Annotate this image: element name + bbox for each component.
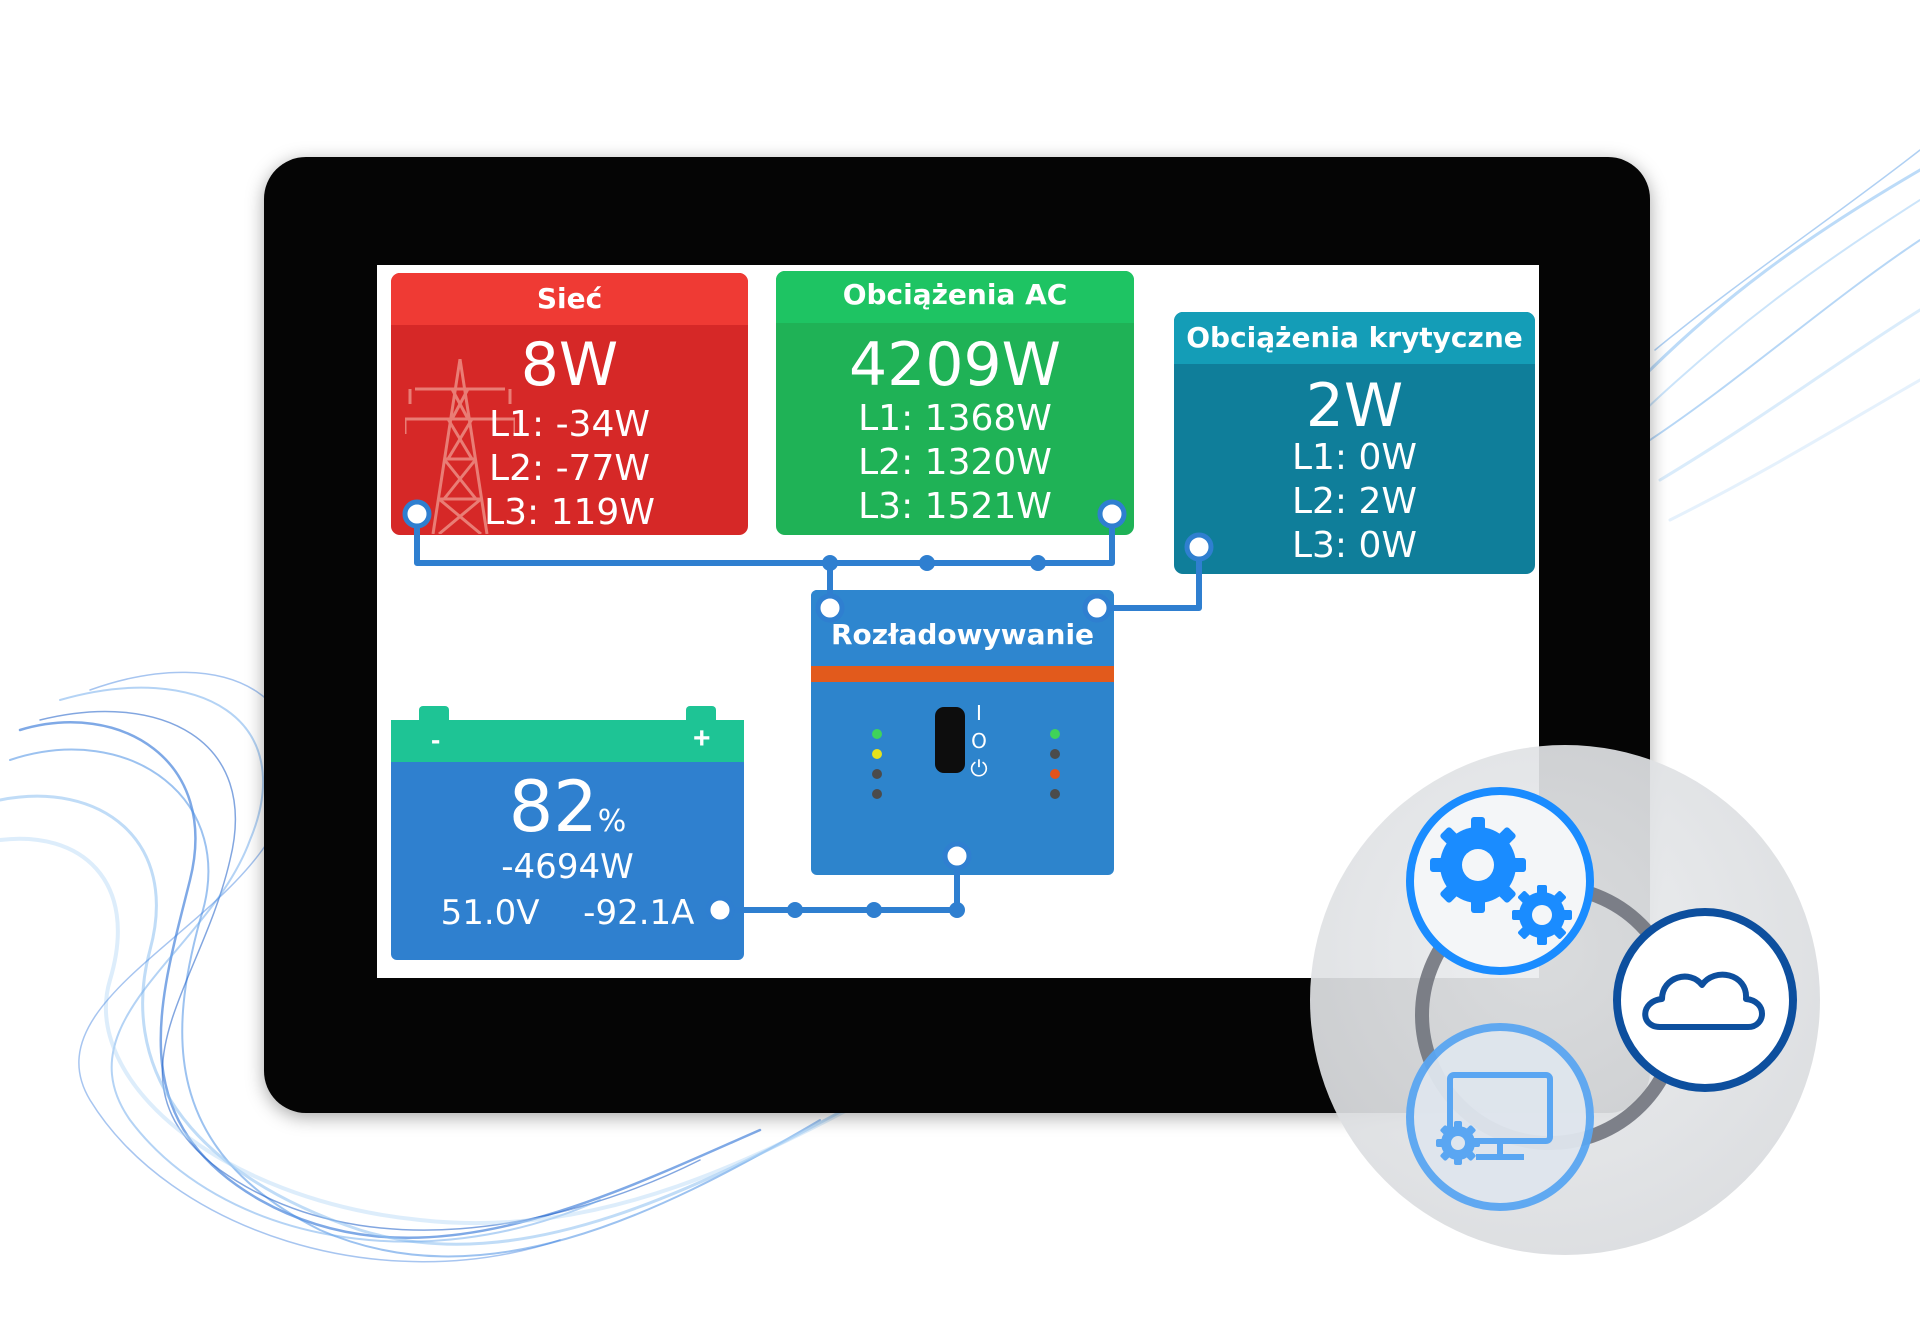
ac-loads-total-power: 4209W bbox=[848, 330, 1062, 400]
grid-tile[interactable]: Sieć 8W bbox=[391, 273, 748, 535]
inverter-switch-label-off: O bbox=[971, 729, 987, 753]
battery-plus-label: + bbox=[693, 722, 711, 755]
gears-icon bbox=[1406, 787, 1594, 975]
ac-loads-l2: L2: 1320W bbox=[858, 442, 1052, 483]
inverter-led-left bbox=[872, 729, 882, 799]
inverter-led-right bbox=[1050, 729, 1060, 799]
battery-top: - + bbox=[391, 720, 744, 762]
inverter-front-panel: I O ⏻ bbox=[872, 701, 1060, 799]
inverter-switch-label-on: I bbox=[976, 701, 982, 725]
critical-loads-l1: L1: 0W bbox=[1291, 437, 1418, 478]
inverter-switch bbox=[935, 707, 965, 773]
flow-dot bbox=[787, 902, 803, 918]
critical-connector-node bbox=[1184, 532, 1214, 562]
grid-l1: L1: -34W bbox=[489, 404, 650, 445]
battery-minus-label: - bbox=[431, 724, 441, 755]
critical-loads-l2: L2: 2W bbox=[1291, 481, 1418, 522]
grid-total-power: 8W bbox=[520, 330, 619, 400]
ac-loads-connector-node bbox=[1097, 499, 1127, 529]
grid-l2: L2: -77W bbox=[489, 448, 650, 489]
inverter-accent-stripe bbox=[811, 666, 1114, 682]
critical-loads-total-power: 2W bbox=[1305, 371, 1404, 441]
battery-terminal-negative bbox=[419, 706, 449, 722]
grid-connector-node bbox=[402, 499, 432, 529]
inverter-dc-node bbox=[942, 841, 972, 871]
cloud-icon bbox=[1613, 908, 1797, 1092]
grid-acloads-connector bbox=[414, 514, 1115, 566]
inverter-tile[interactable]: Rozładowywanie I O ⏻ bbox=[811, 590, 1114, 875]
flow-dot bbox=[866, 902, 882, 918]
inverter-status-title: Rozładowywanie bbox=[811, 590, 1114, 666]
battery-terminal-positive bbox=[686, 706, 716, 722]
battery-voltage: 51.0V bbox=[440, 893, 540, 933]
feature-badge-cluster bbox=[1406, 787, 1797, 1211]
critical-loads-l3: L3: 0W bbox=[1291, 525, 1418, 566]
battery-percent-unit: % bbox=[597, 804, 627, 839]
flow-dot bbox=[949, 902, 965, 918]
battery-connector-node bbox=[705, 895, 735, 925]
power-pylon-icon bbox=[405, 359, 515, 534]
grid-l3: L3: 119W bbox=[484, 492, 655, 533]
flow-dot bbox=[919, 555, 935, 571]
flow-dot bbox=[822, 555, 838, 571]
ac-loads-tile[interactable]: Obciążenia AC 4209W L1: 1368W L2: 1320W … bbox=[776, 271, 1134, 535]
device-screen: Sieć 8W bbox=[377, 265, 1539, 978]
battery-current: -92.1A bbox=[583, 893, 695, 933]
battery-state-of-charge: 82 bbox=[508, 766, 598, 848]
battery-tile[interactable]: - + 82% -4694W 51.0V -92.1A bbox=[391, 706, 744, 960]
monitor-settings-icon bbox=[1406, 1023, 1594, 1211]
energy-flow-connectors bbox=[402, 499, 1214, 925]
flow-dot bbox=[1030, 555, 1046, 571]
ac-loads-title: Obciążenia AC bbox=[776, 271, 1134, 323]
battery-inverter-connector bbox=[720, 856, 960, 913]
battery-power: -4694W bbox=[501, 847, 634, 887]
grid-title: Sieć bbox=[391, 273, 748, 325]
inverter-switch-label-power: ⏻ bbox=[970, 757, 987, 782]
ac-loads-l3: L3: 1521W bbox=[858, 486, 1052, 527]
inverter-ac-out-node bbox=[1082, 593, 1112, 623]
critical-loads-tile[interactable]: Obciążenia krytyczne 2W L1: 0W L2: 2W L3… bbox=[1174, 312, 1535, 574]
inverter-critical-connector bbox=[1097, 547, 1202, 611]
inverter-ac-in-node bbox=[815, 593, 845, 623]
ac-loads-l1: L1: 1368W bbox=[858, 398, 1052, 439]
critical-loads-title: Obciążenia krytyczne bbox=[1174, 312, 1535, 364]
